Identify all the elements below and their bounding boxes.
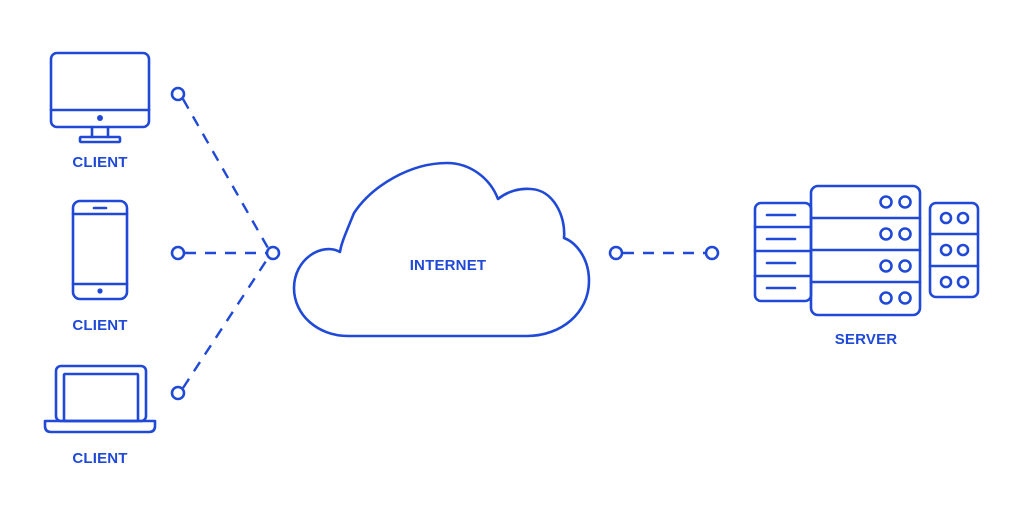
- server-node: SERVER: [753, 184, 980, 348]
- client-laptop-label: CLIENT: [72, 450, 127, 467]
- connector-endpoint: [170, 86, 186, 102]
- internet-node: INTERNET: [292, 161, 591, 338]
- internet-label: INTERNET: [410, 257, 487, 274]
- server-rack-icon: [753, 184, 980, 317]
- connector-endpoint: [170, 385, 186, 401]
- client-laptop-node: CLIENT: [43, 364, 157, 467]
- connector-line-laptop: [181, 257, 270, 389]
- client-phone-label: CLIENT: [72, 317, 127, 334]
- desktop-monitor-icon: [49, 51, 151, 144]
- client-desktop-label: CLIENT: [72, 154, 127, 171]
- server-connector: [608, 245, 720, 261]
- client-connectors: [170, 86, 281, 401]
- client-desktop-node: CLIENT: [49, 51, 151, 171]
- server-label: SERVER: [835, 331, 898, 348]
- connector-endpoint: [704, 245, 720, 261]
- connector-endpoint: [170, 245, 186, 261]
- cloud-icon: [292, 161, 591, 338]
- connector-hub: [265, 245, 281, 261]
- connector-line-desktop: [181, 98, 270, 249]
- laptop-icon: [43, 364, 157, 434]
- client-phone-node: CLIENT: [71, 199, 129, 334]
- connector-endpoint: [608, 245, 624, 261]
- smartphone-icon: [71, 199, 129, 301]
